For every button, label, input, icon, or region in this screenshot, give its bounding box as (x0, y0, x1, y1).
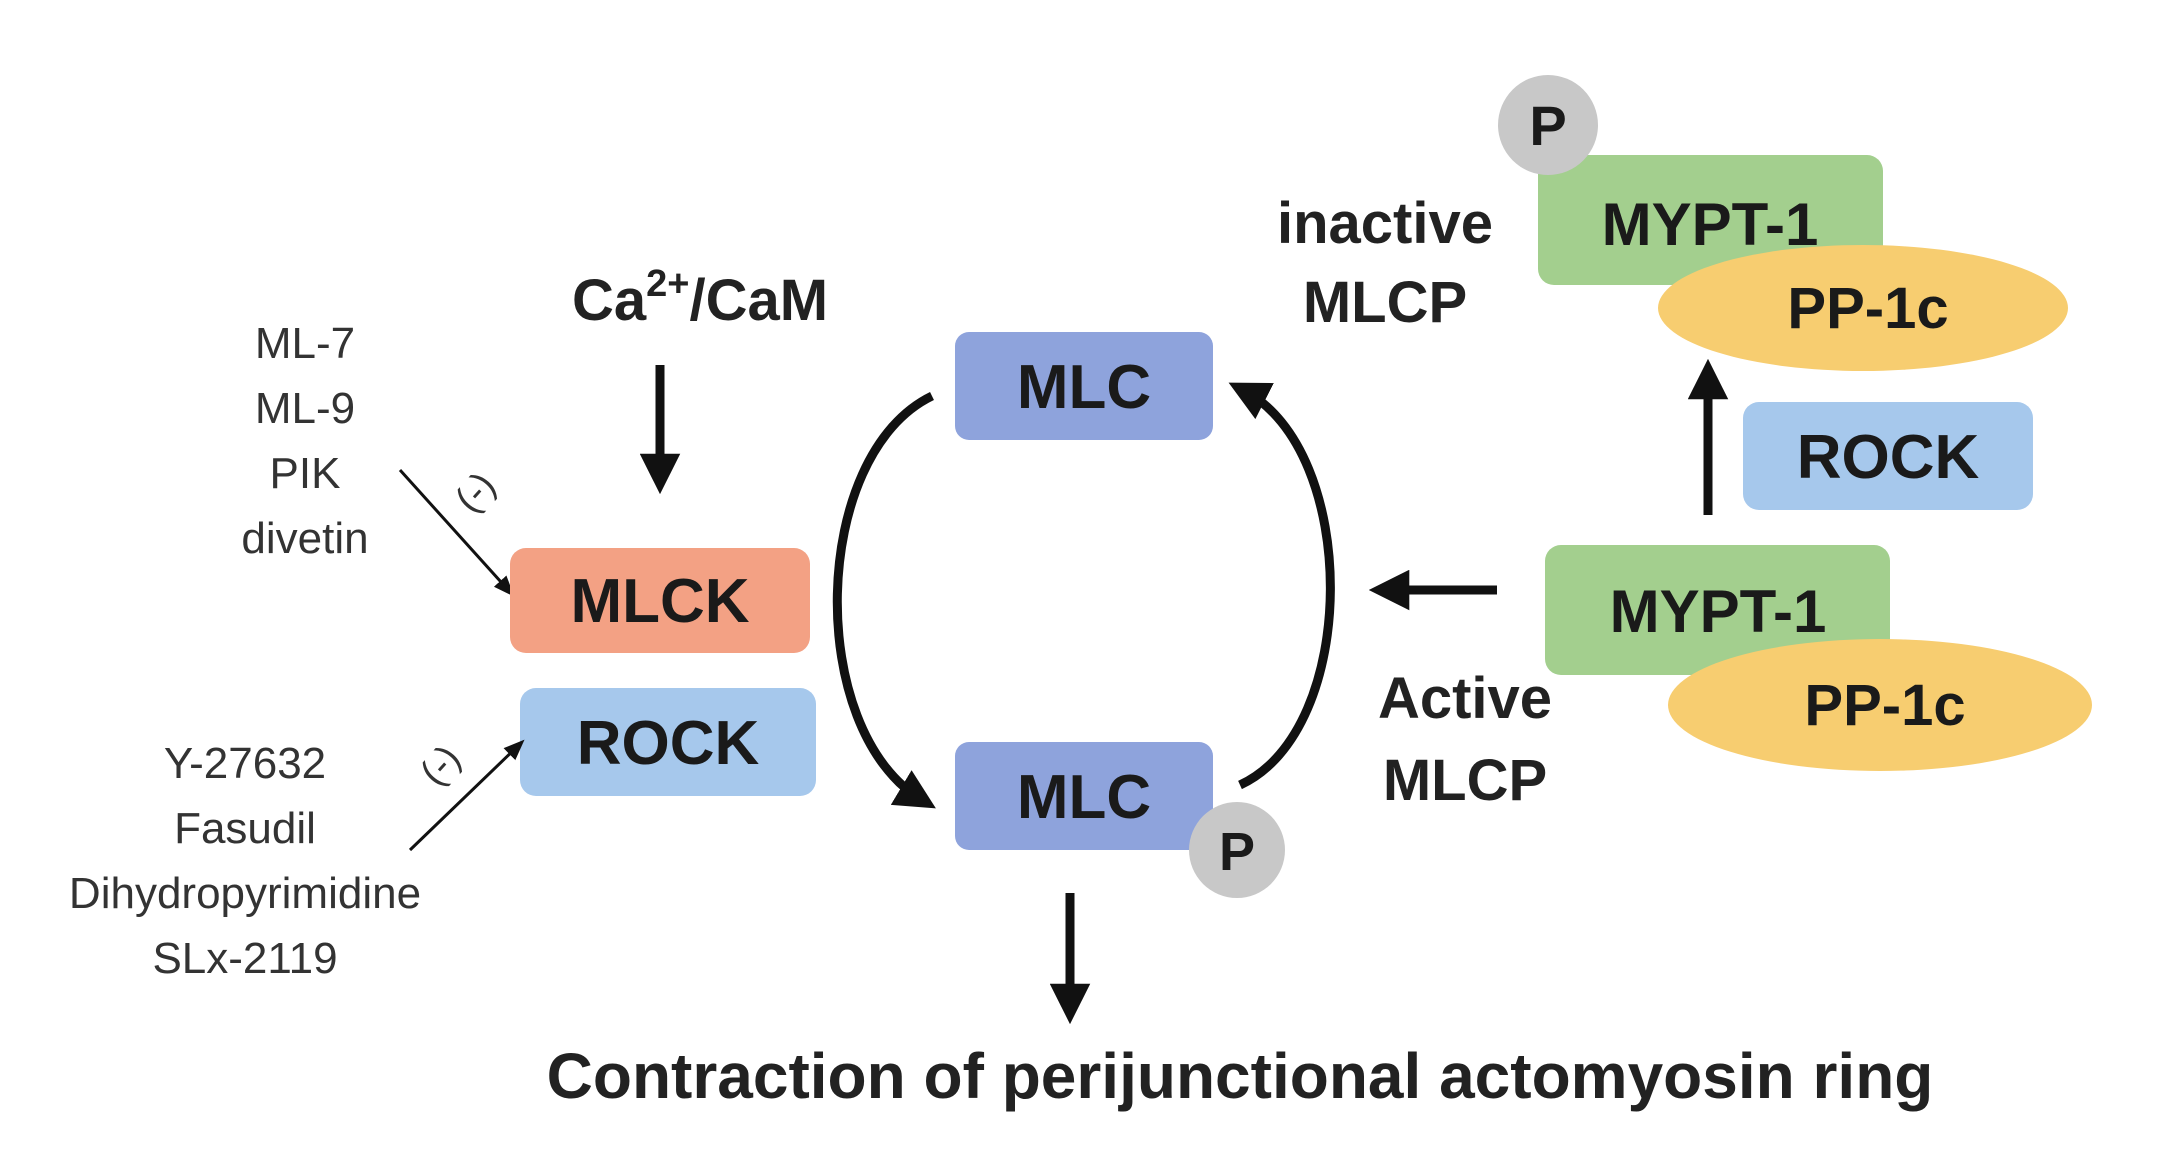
rock-right-box (1743, 402, 2033, 510)
inactive-mlcp-label-line1: inactive (1277, 191, 1493, 256)
rock-inhibitor: Y-27632 (164, 739, 326, 788)
pp1c-inactive-label: PP-1c (1787, 276, 1948, 341)
rock-left-label: ROCK (577, 709, 760, 778)
mlck-inhibitor-sign: (-) (447, 465, 504, 521)
mypt-inactive-label: MYPT-1 (1602, 191, 1819, 258)
rock-inhibitor: Dihydropyrimidine (69, 869, 421, 918)
mlck-inhibition-arrow (398, 468, 515, 597)
mlck-inhibitor: ML-7 (255, 319, 355, 368)
contraction-label: Contraction of perijunctional actomyosin… (547, 1040, 1934, 1112)
mlck-inhibitor: ML-9 (255, 384, 355, 433)
mlc-phosphate-circle (1189, 802, 1285, 898)
mypt-phosphate-label: P (1529, 94, 1566, 157)
mlc-top-label: MLC (1017, 353, 1151, 422)
mlc-bottom-label: MLC (1017, 763, 1151, 832)
rock-inhibitor: SLx-2119 (152, 934, 337, 983)
pp1c-inactive-ellipse (1658, 245, 2068, 371)
active-mlcp-label-line1: Active (1378, 666, 1552, 731)
mlc-phosphorylation-arrow (832, 391, 936, 809)
mypt-active-label: MYPT-1 (1610, 578, 1827, 645)
mypt-active-box (1545, 545, 1890, 675)
mlc-bottom-box (955, 742, 1213, 850)
rock-inhibitor: Fasudil (174, 804, 316, 853)
rock-inhibition-arrow (408, 739, 525, 852)
rock-right-label: ROCK (1797, 423, 1980, 492)
rock-left-box (520, 688, 816, 796)
mlc-phosphate-label: P (1219, 822, 1255, 882)
pp1c-active-ellipse (1668, 639, 2092, 771)
mlc-dephosphorylation-arrow (1228, 382, 1335, 790)
mlck-inhibitor: PIK (270, 449, 341, 498)
mlck-inhibitor-list: ML-7 ML-9 PIK divetin (241, 319, 368, 563)
mlck-box (510, 548, 810, 653)
rock-inhibitor-sign: (-) (412, 738, 469, 794)
mypt-phosphate-circle (1498, 75, 1598, 175)
rock-inhibitor-list: Y-27632 Fasudil Dihydropyrimidine SLx-21… (69, 739, 421, 983)
inactive-mlcp-label-line2: MLCP (1303, 270, 1467, 335)
mlck-label: MLCK (570, 567, 749, 636)
active-mlcp-label-line2: MLCP (1383, 748, 1547, 813)
mlc-top-box (955, 332, 1213, 440)
pp1c-active-label: PP-1c (1804, 673, 1965, 738)
ca-cam-label: Ca2+/CaM (572, 263, 828, 333)
mlck-inhibitor: divetin (241, 514, 368, 563)
